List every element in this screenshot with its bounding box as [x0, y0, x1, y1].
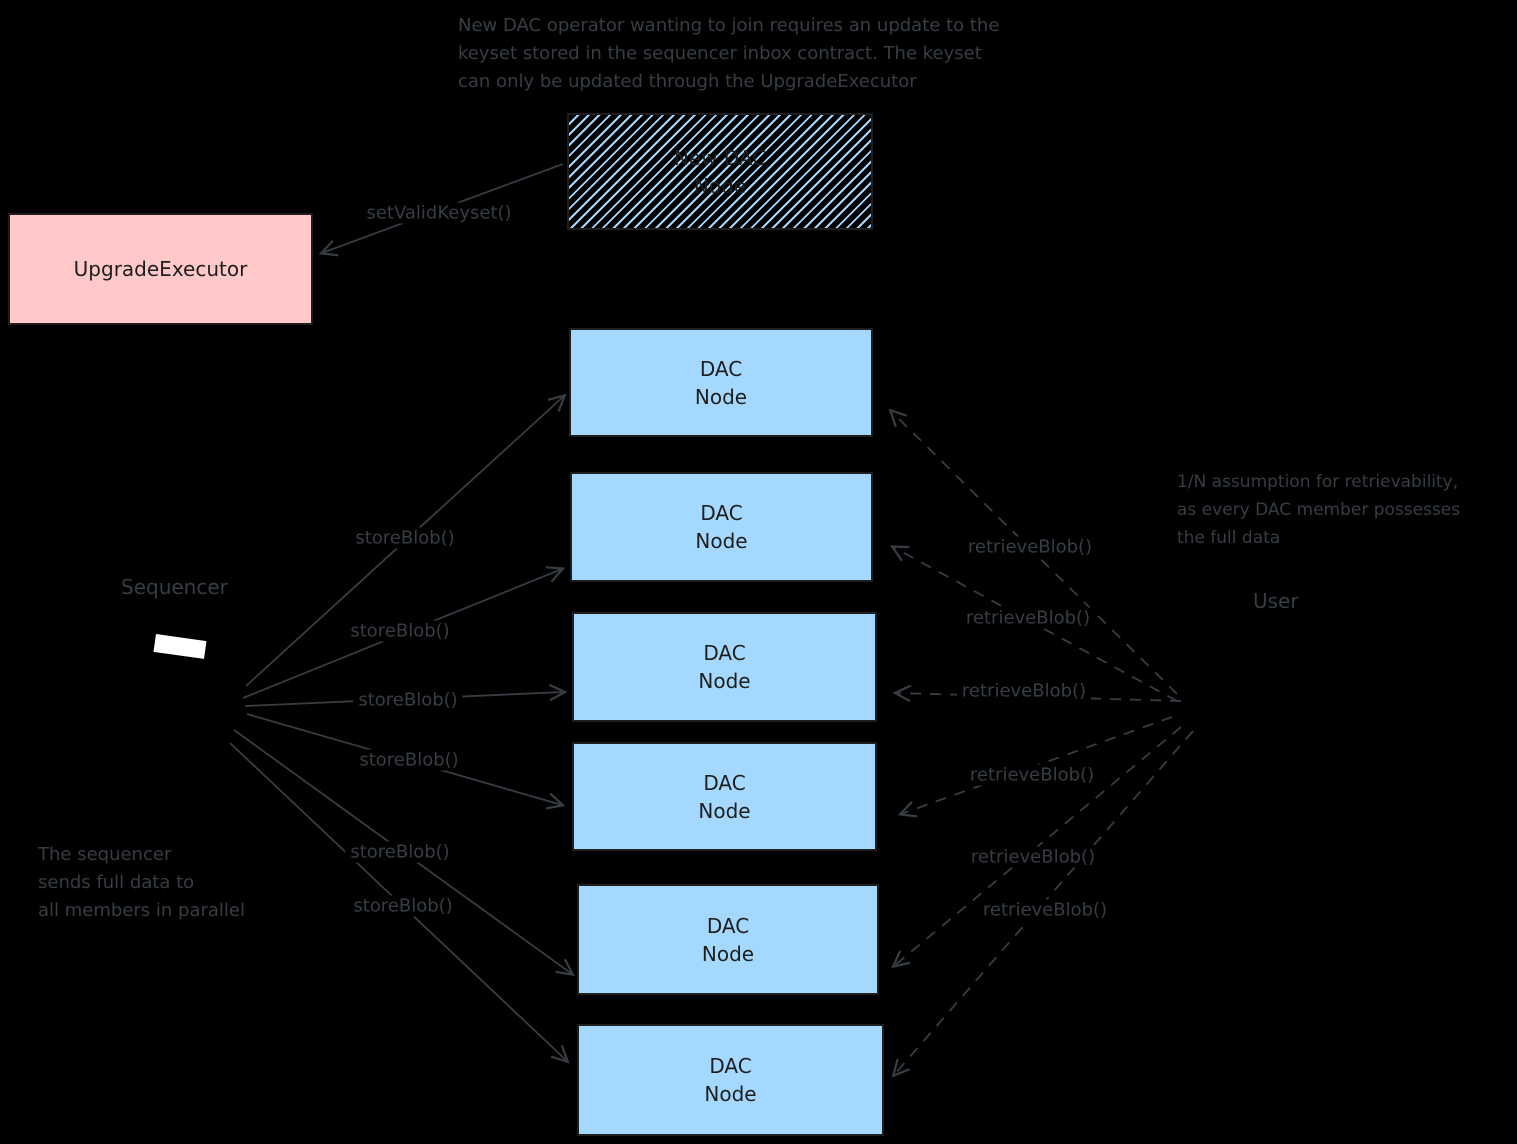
- sequencer-label: Sequencer: [121, 575, 228, 599]
- store-blob-label-1: storeBlob(): [350, 527, 460, 549]
- store-blob-label-5: storeBlob(): [345, 841, 455, 863]
- dac-node-box-6: DAC Node: [577, 1024, 884, 1136]
- store-blob-label-6: storeBlob(): [348, 895, 458, 917]
- dac-node-label: DAC: [700, 501, 743, 525]
- top-annotation-line: keyset stored in the sequencer inbox con…: [458, 43, 982, 64]
- store-blob-label-3: storeBlob(): [353, 689, 463, 711]
- dac-node-label: DAC: [703, 770, 746, 795]
- new-dac-node-box: New DAC Node: [567, 113, 873, 230]
- right-annotation-line: the full data: [1177, 528, 1281, 548]
- retrieve-blob-label-2: retrieveBlob(): [960, 607, 1096, 629]
- right-annotation-line: 1/N assumption for retrievability,: [1177, 472, 1459, 492]
- dac-node-label: DAC: [703, 641, 746, 665]
- new-dac-node-label: New DAC: [673, 145, 767, 170]
- dac-node-label: Node: [694, 384, 748, 409]
- dac-node-label: Node: [701, 941, 755, 966]
- right-annotation: 1/N assumption for retrievability, as ev…: [1177, 468, 1460, 552]
- retrieve-blob-label-6: retrieveBlob(): [977, 899, 1113, 921]
- top-annotation-line: New DAC operator wanting to join require…: [458, 15, 1000, 36]
- bottom-left-annotation-line: The sequencer: [38, 844, 172, 865]
- top-annotation: New DAC operator wanting to join require…: [458, 12, 999, 96]
- top-annotation-line: can only be updated through the UpgradeE…: [458, 71, 917, 92]
- retrieve-blob-label-5: retrieveBlob(): [965, 846, 1101, 868]
- store-blob-label-2: storeBlob(): [345, 620, 455, 642]
- store-blob-label-4: storeBlob(): [354, 749, 464, 771]
- dac-node-label: Node: [695, 529, 748, 553]
- set-valid-keyset-label: setValidKeyset(): [361, 202, 517, 224]
- dac-node-label: Node: [698, 798, 751, 823]
- dac-node-label: DAC: [699, 356, 743, 381]
- user-label: User: [1253, 589, 1299, 613]
- upgrade-executor-box: UpgradeExecutor: [8, 213, 313, 325]
- upgrade-executor-label: UpgradeExecutor: [73, 257, 248, 281]
- retrieve-blob-label-1: retrieveBlob(): [962, 536, 1098, 558]
- dac-node-label: Node: [704, 1082, 757, 1106]
- dac-node-box-4: DAC Node: [572, 742, 877, 851]
- dac-node-box-3: DAC Node: [572, 612, 877, 722]
- bottom-left-annotation-line: sends full data to: [38, 872, 195, 893]
- dac-node-label: DAC: [709, 1054, 752, 1078]
- dac-node-box-2: DAC Node: [570, 472, 873, 582]
- right-annotation-line: as every DAC member possesses: [1177, 500, 1461, 520]
- bottom-left-annotation-line: all members in parallel: [38, 900, 245, 921]
- retrieve-blob-label-3: retrieveBlob(): [956, 680, 1092, 702]
- new-dac-node-label: Node: [693, 173, 747, 198]
- bottom-left-annotation: The sequencer sends full data to all mem…: [38, 841, 245, 925]
- dac-node-label: Node: [698, 669, 751, 693]
- dac-node-box-5: DAC Node: [577, 884, 879, 995]
- dac-node-box-1: DAC Node: [569, 328, 873, 437]
- dac-node-label: DAC: [706, 913, 750, 938]
- retrieve-blob-label-4: retrieveBlob(): [964, 764, 1100, 786]
